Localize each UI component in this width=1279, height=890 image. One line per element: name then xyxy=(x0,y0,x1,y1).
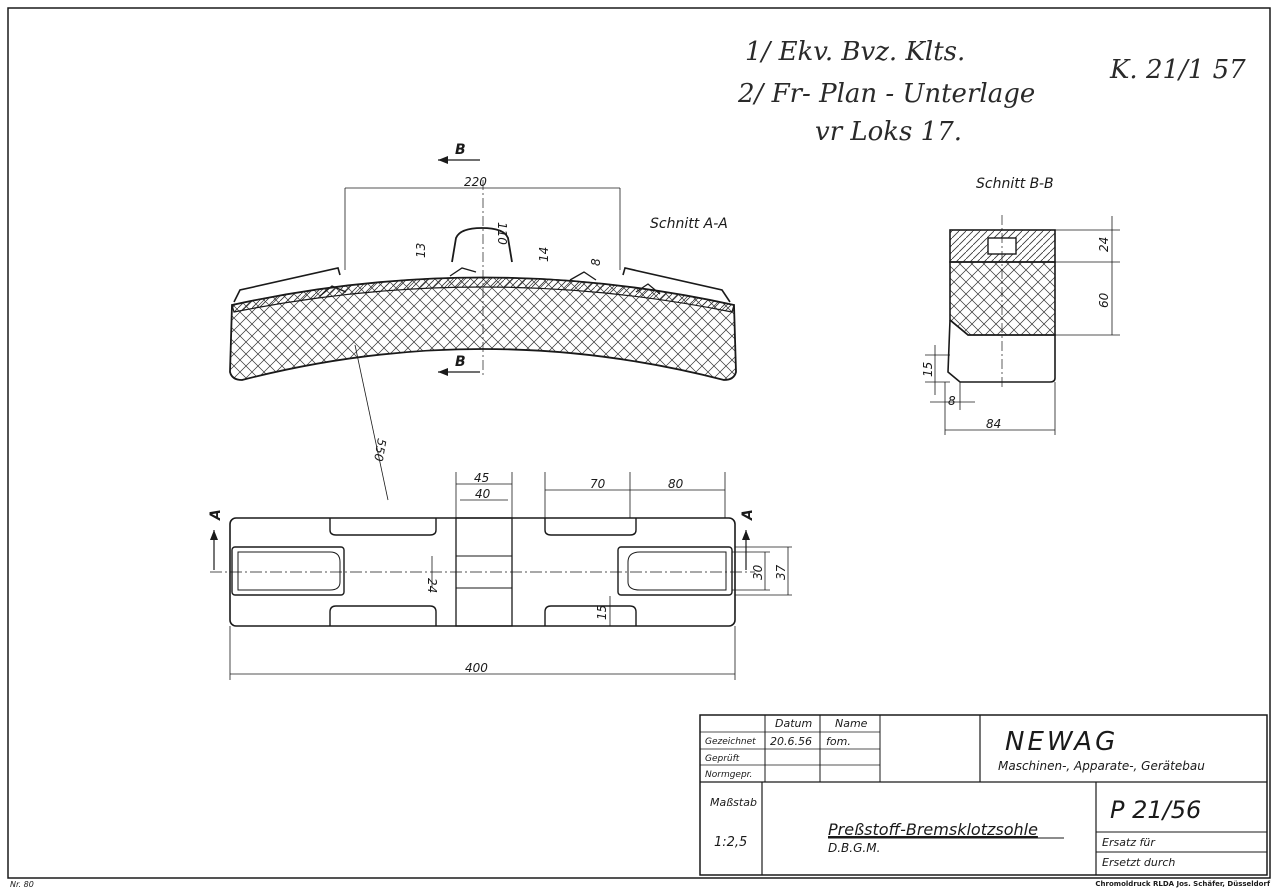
cut-label-a-right: A xyxy=(740,509,756,521)
section-aa-title: Schnitt A-A xyxy=(650,216,728,232)
bb-lining xyxy=(949,261,1056,336)
right-lip xyxy=(622,267,731,303)
arrowhead xyxy=(210,530,218,540)
dim-24-label: 24 xyxy=(425,578,439,593)
steel-back-plate xyxy=(231,276,735,313)
dim-8-label: 8 xyxy=(948,394,956,408)
dim-110-label: 110 xyxy=(495,222,509,245)
tb-row-name: fom. xyxy=(826,735,851,748)
handwritten-line-1: 1/ Ekv. Bvz. Klts. xyxy=(745,37,965,67)
dovetail-notch xyxy=(319,285,347,297)
tb-row-date: 20.6.56 xyxy=(770,735,812,748)
center-lug xyxy=(451,227,513,263)
plan-end-slot-left xyxy=(231,546,345,596)
cut-label-a-left: A xyxy=(208,509,224,521)
handwritten-line-3: vr Loks 17. xyxy=(815,117,962,147)
dim-400-label: 400 xyxy=(465,661,488,675)
title-block-frame xyxy=(699,714,1268,876)
plan-pocket xyxy=(544,518,637,536)
plan-slot-inner xyxy=(627,551,727,591)
section-bb-title: Schnitt B-B xyxy=(976,176,1054,192)
tb-row-label: Normgepr. xyxy=(705,770,752,780)
footer-right: Chromoldruck RLDA Jos. Schäfer, Düsseldo… xyxy=(1095,880,1271,888)
tb-col-name: Name xyxy=(835,717,868,730)
cut-label-b-bottom: B xyxy=(455,354,466,370)
dim-14-label: 14 xyxy=(537,247,551,262)
handwritten-line-2: 2/ Fr- Plan - Unterlage xyxy=(737,79,1035,109)
tb-company: NEWAG xyxy=(1005,727,1118,757)
plan-pocket xyxy=(329,518,437,536)
handwritten-ref: K. 21/1 57 xyxy=(1109,55,1246,85)
radius-leader xyxy=(354,344,389,501)
tb-scale-label: Maßstab xyxy=(710,796,757,809)
dovetail-notch xyxy=(635,283,661,295)
dim-60-label: 60 xyxy=(1097,292,1111,308)
plan-pocket xyxy=(544,605,637,626)
tb-scale-value: 1:2,5 xyxy=(714,835,747,850)
footer-left: Nr. 80 xyxy=(10,880,34,889)
arrowhead xyxy=(438,368,448,376)
dovetail-notch xyxy=(569,271,597,281)
radius-550-label: 550 xyxy=(371,437,389,462)
dim-24-label: 24 xyxy=(1097,237,1111,252)
dim-30-label: 30 xyxy=(751,564,765,580)
dim-70-label: 70 xyxy=(590,477,606,491)
dim-13-label: 13 xyxy=(414,243,428,258)
bb-lower-body xyxy=(947,319,1056,383)
section-bb-view: Schnitt B-B 24 60 15 8 84 xyxy=(921,176,1120,435)
dim-80-label: 80 xyxy=(668,477,684,491)
arrowhead xyxy=(438,156,448,164)
dim-37-label: 37 xyxy=(774,564,788,580)
plan-end-slot-right xyxy=(617,546,733,596)
cut-label-b-top: B xyxy=(455,142,466,158)
tb-company-sub: Maschinen-, Apparate-, Gerätebau xyxy=(998,759,1205,773)
plan-lug-strip xyxy=(455,517,513,627)
plan-slot-inner xyxy=(237,551,341,591)
tb-drawing-no: P 21/56 xyxy=(1110,796,1201,824)
dim-15-label: 15 xyxy=(595,605,609,620)
dim-40-label: 40 xyxy=(475,487,491,501)
tb-col-datum: Datum xyxy=(775,717,812,730)
tb-part-title: Preßstoff-Bremsklotzsohle xyxy=(828,820,1038,839)
handwritten-notes: 1/ Ekv. Bvz. Klts. 2/ Fr- Plan - Unterla… xyxy=(737,37,1246,147)
tb-part-sub: D.B.G.M. xyxy=(828,841,880,855)
dim-45-label: 45 xyxy=(474,471,489,485)
plan-view: 45 40 70 80 24 30 37 15 400 A A xyxy=(208,471,792,680)
tb-row-label: Gezeichnet xyxy=(705,737,756,747)
left-lip xyxy=(233,267,341,303)
sheet-border xyxy=(7,7,1271,879)
dim-220-label: 220 xyxy=(464,175,487,189)
title-block: Datum Name Gezeichnet Geprüft Normgepr. … xyxy=(699,714,1268,876)
tb-row-label: Geprüft xyxy=(705,754,740,764)
tb-ersatz-fur: Ersatz für xyxy=(1102,836,1156,849)
dim-8-label: 8 xyxy=(589,258,603,266)
arrowhead xyxy=(742,530,750,540)
dim-84-label: 84 xyxy=(986,417,1001,431)
section-aa-view: 220 110 13 14 8 550 B B Schnitt A-A xyxy=(229,142,737,501)
dim-15-label: 15 xyxy=(921,362,935,377)
tb-ersetzt-durch: Ersetzt durch xyxy=(1102,856,1175,869)
plan-pocket xyxy=(329,605,437,626)
dovetail-notch xyxy=(449,267,477,277)
